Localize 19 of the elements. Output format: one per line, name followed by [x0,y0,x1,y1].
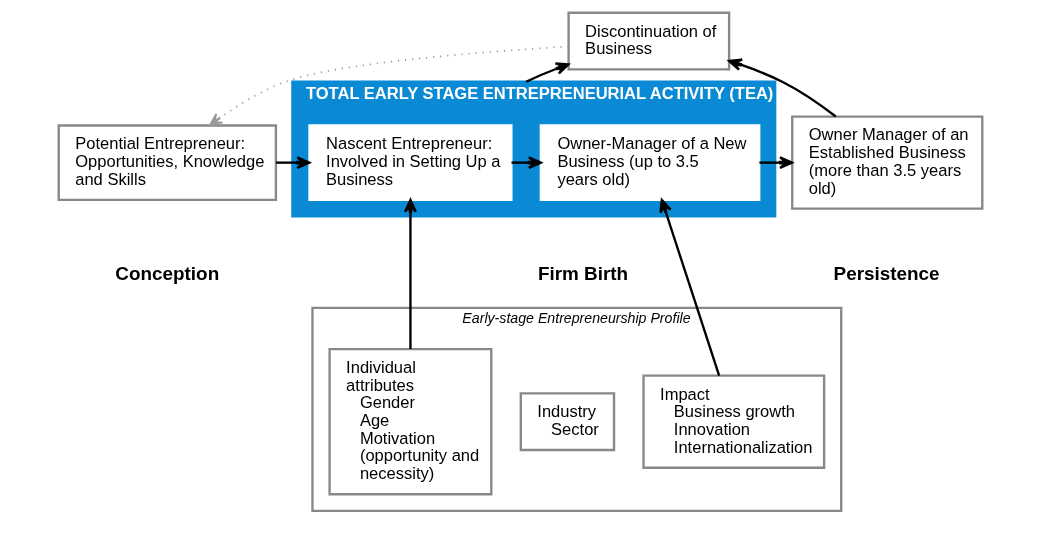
node-box: Discontinuation of Business [566,11,730,71]
arrow [727,58,836,118]
arrow [758,156,793,170]
arrow [403,198,417,349]
node-box: Individual attributes Gender Age Motivation (opportunity and necessity) [327,347,492,496]
node-box: Industry Sector [519,392,615,452]
arrow [511,156,542,170]
arrow [658,198,720,376]
node-box: Nascent Entrepreneur: Involved in Setting Up a Business [307,124,513,201]
label: Conception [114,263,219,285]
arrow [275,156,310,170]
node-box: Potential Entrepreneur: Opportunities, Knowledge and Skills [57,124,277,201]
label: Firm Birth [537,263,628,285]
node-box: Owner-Manager of a New Business (up to 3.5 years old) [539,124,760,201]
label: Persistence [833,263,940,285]
node-box: Owner Manager of an Established Business (more than 3.5 years old) [790,115,983,210]
arrow [525,62,569,83]
arrow [208,45,569,127]
node-box: Impact Business growth Innovation Internationalization [641,374,825,469]
